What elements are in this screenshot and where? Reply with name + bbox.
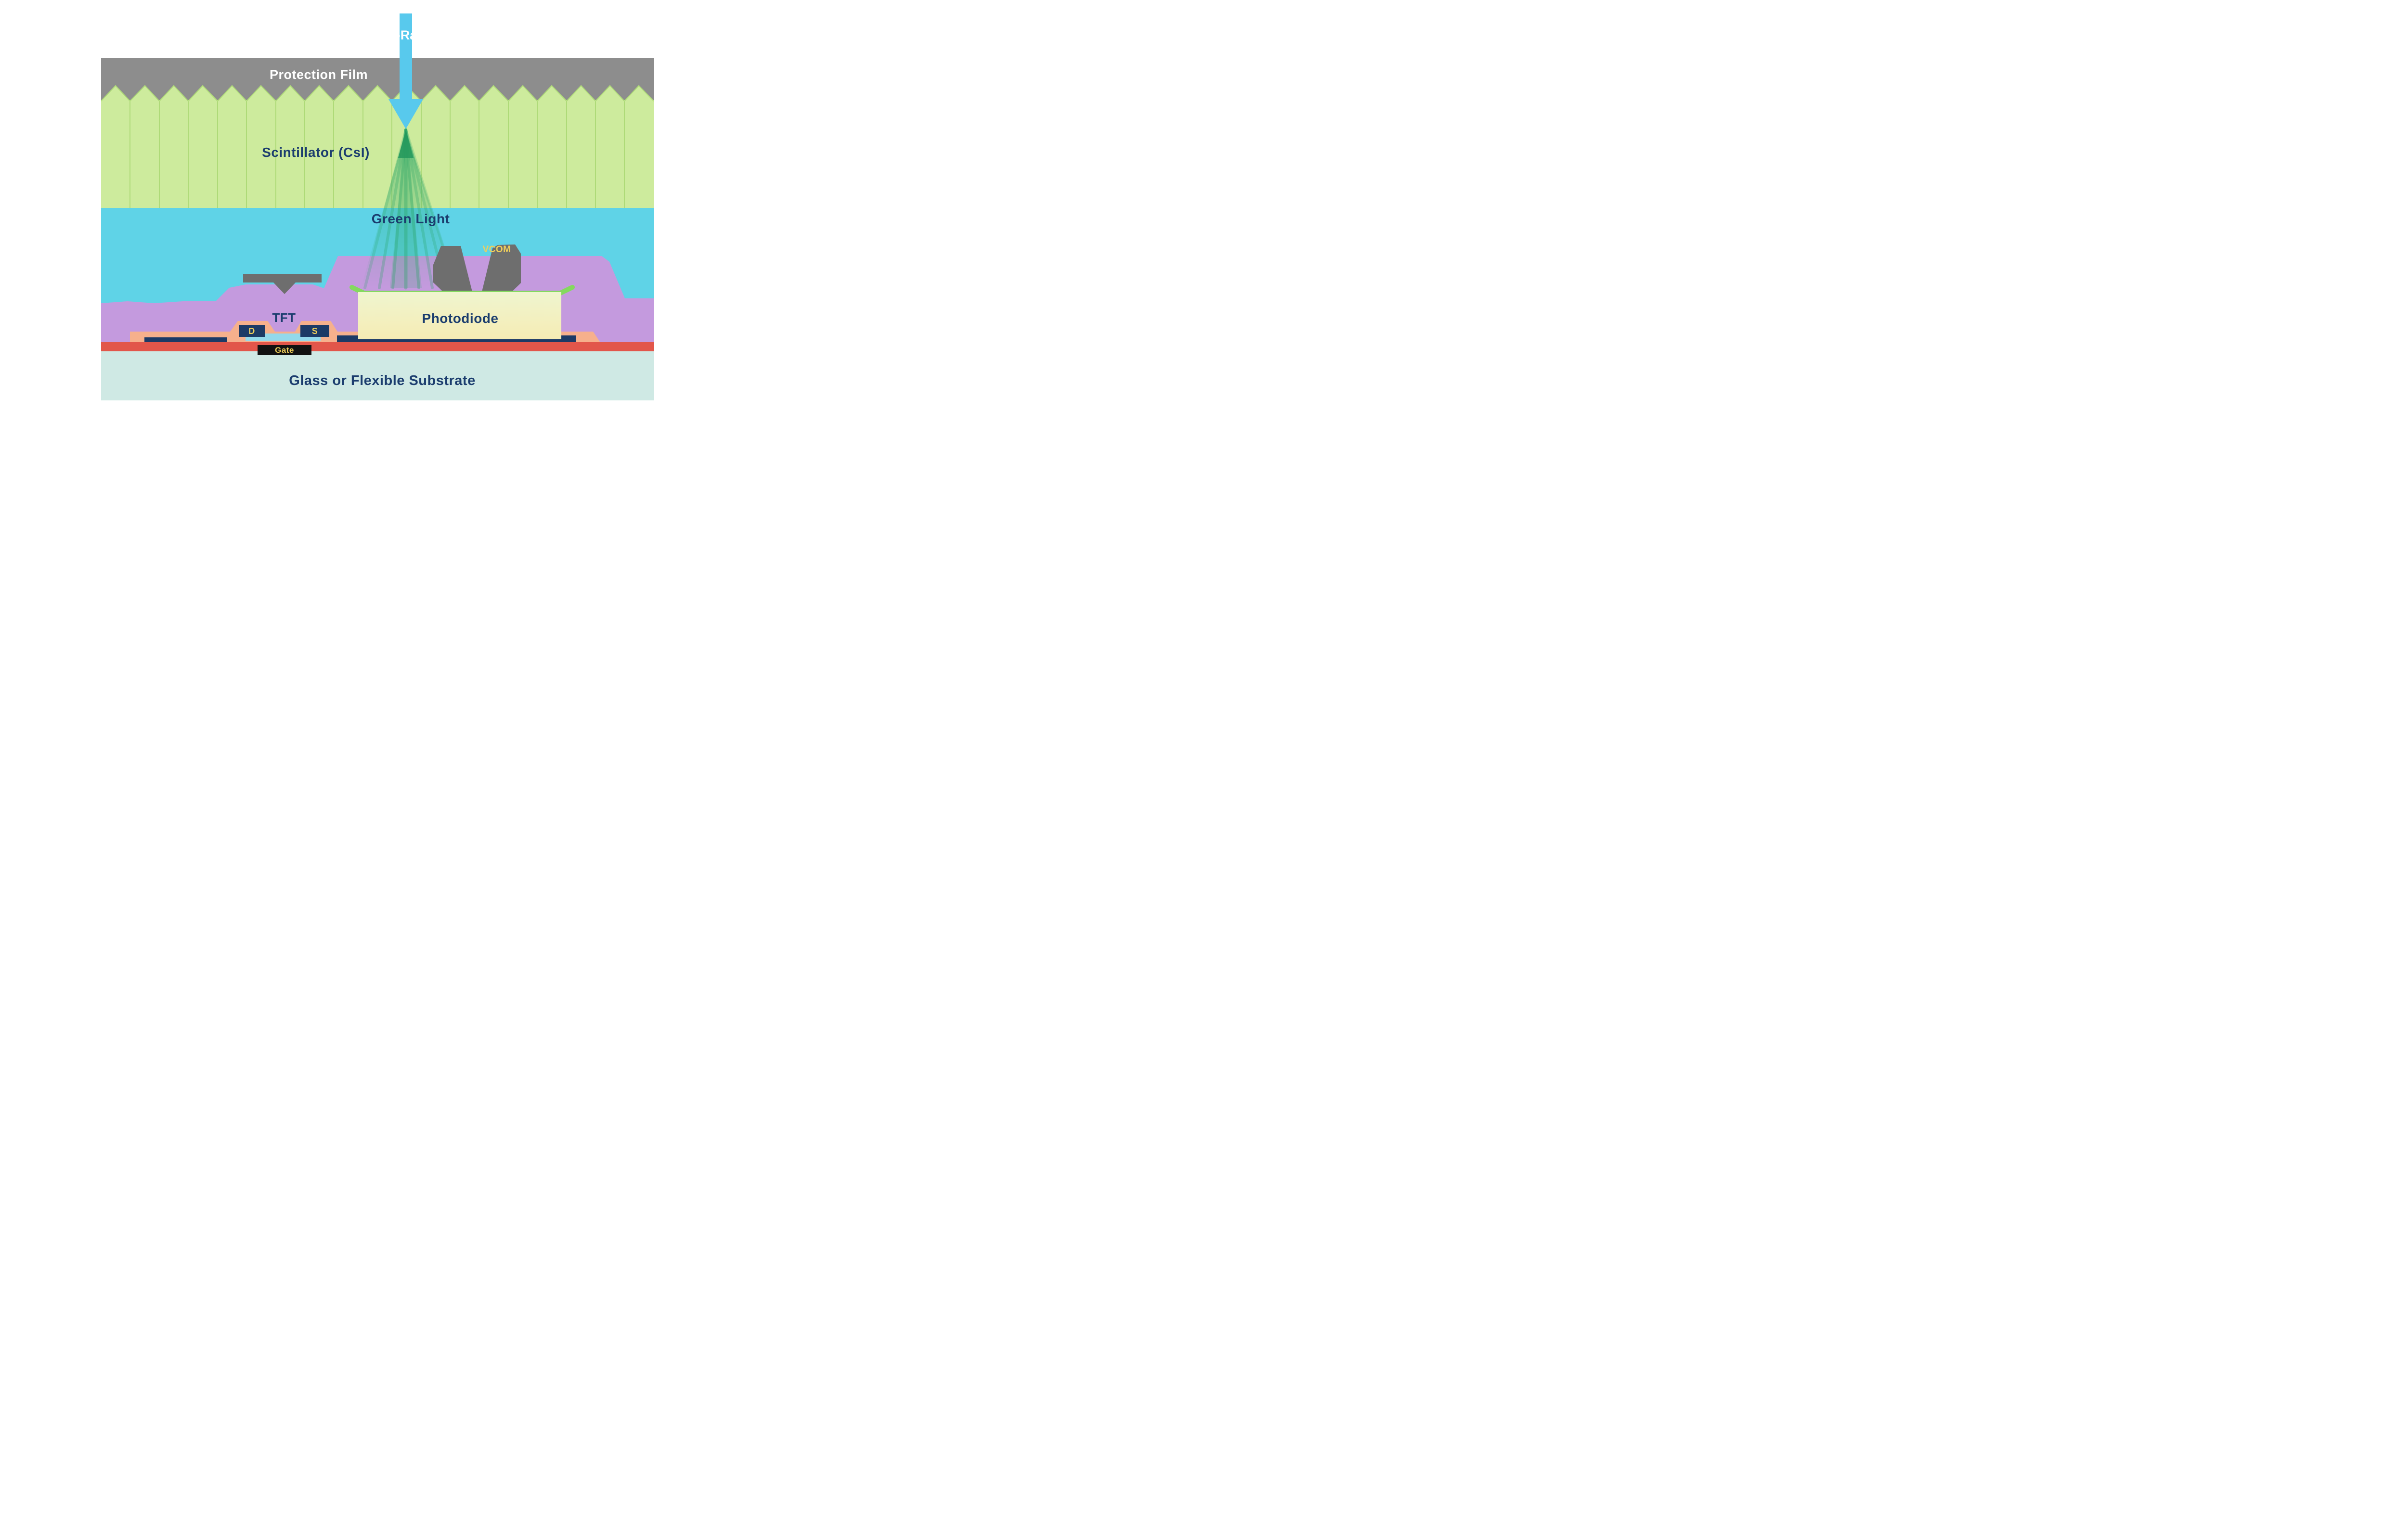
photodiode-body — [358, 292, 561, 339]
xray-arrow-head — [388, 99, 423, 129]
xray-label: X-Ray — [388, 28, 425, 42]
xray-arrow-group: X-Ray — [388, 13, 425, 129]
green-light-label: Green Light — [372, 211, 450, 226]
scintillator-column-lines — [129, 102, 625, 208]
tft-label: TFT — [272, 310, 296, 325]
substrate-layer — [101, 351, 654, 400]
drain-label: D — [248, 326, 255, 336]
metal-shield-left — [243, 274, 322, 294]
green-light-rays — [361, 128, 458, 290]
detector-cross-section: Protection Film Scintillator (CsI) Green… — [101, 58, 654, 400]
vcom-electrode — [433, 244, 521, 299]
vcom-label: VCOM — [483, 244, 511, 255]
xray-detector-diagram: Protection Film Scintillator (CsI) Green… — [0, 0, 755, 424]
substrate-label: Glass or Flexible Substrate — [289, 373, 475, 388]
xray-arrow-shaft — [400, 13, 412, 100]
gate-insulator-layer — [101, 342, 654, 351]
ray-convergence-tip — [398, 130, 414, 158]
source-electrode — [300, 325, 329, 337]
drain-electrode — [239, 325, 265, 337]
gate-metal — [258, 345, 311, 355]
gate-label: Gate — [275, 346, 294, 355]
protection-film-label: Protection Film — [270, 67, 368, 82]
scintillator-needle-edges — [101, 85, 654, 102]
photodiode-label: Photodiode — [422, 311, 499, 326]
source-label: S — [312, 326, 318, 336]
scintillator-layer — [101, 86, 654, 208]
scintillator-label: Scintillator (CsI) — [262, 145, 370, 160]
